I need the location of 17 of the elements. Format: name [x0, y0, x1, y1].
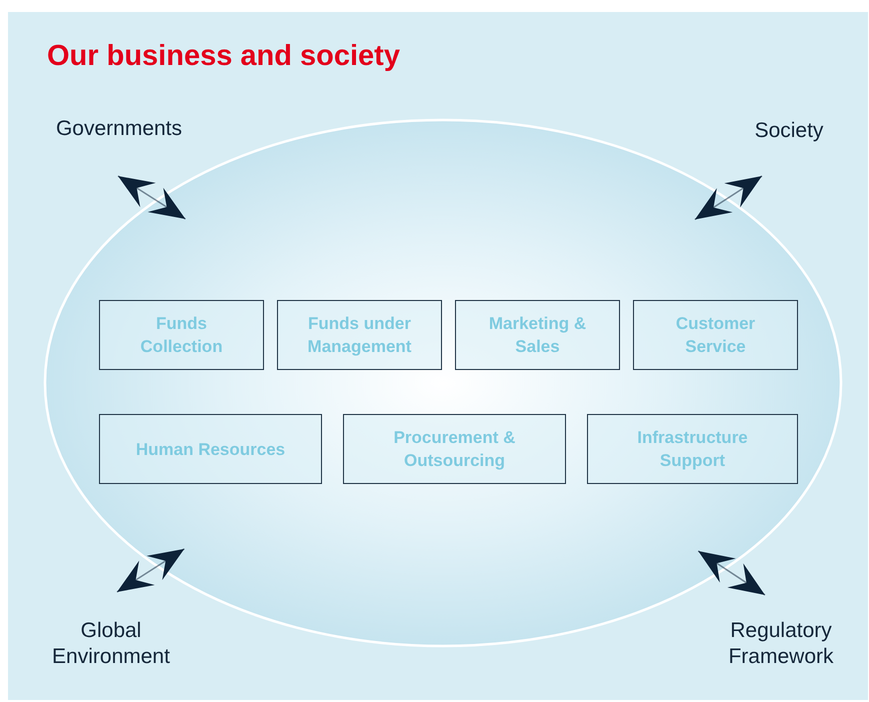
process-box: Funds Collection [99, 300, 264, 370]
process-box: Funds under Management [277, 300, 442, 370]
stakeholder-label: Governments [47, 116, 191, 144]
process-box: Customer Service [633, 300, 798, 370]
process-box: Marketing & Sales [455, 300, 620, 370]
process-box: Infrastructure Support [587, 414, 798, 484]
process-box: Procurement & Outsourcing [343, 414, 566, 484]
double-arrow [118, 175, 186, 220]
ellipse-shape [44, 119, 842, 647]
stakeholder-label: Global Environment [40, 618, 182, 672]
title: Our business and society [47, 40, 400, 73]
stakeholder-label: Society [744, 118, 834, 146]
process-box: Human Resources [99, 414, 322, 484]
double-arrow [116, 548, 185, 593]
double-arrow [694, 175, 762, 220]
double-arrow [698, 550, 766, 596]
stakeholder-label: Regulatory Framework [708, 618, 854, 672]
